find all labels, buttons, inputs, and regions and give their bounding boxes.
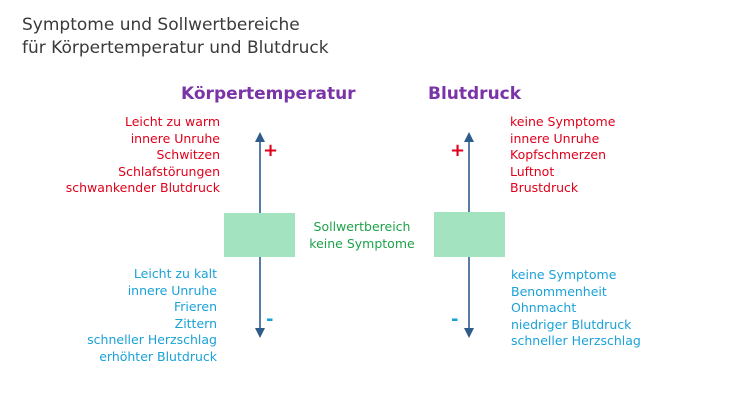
list-item: Leicht zu kalt bbox=[133, 266, 217, 281]
blood-pressure-axis bbox=[464, 132, 474, 338]
heading-blutdruck: Blutdruck bbox=[428, 84, 522, 104]
list-item: erhöhter Blutdruck bbox=[99, 348, 217, 364]
list-item: innere Unruhe bbox=[127, 282, 217, 298]
temperature-minus-sign: - bbox=[266, 309, 274, 330]
target-range-line-2: keine Symptome bbox=[309, 236, 415, 251]
temperature-minus-list: Leicht zu kalt innere Unruhe Frieren Zit… bbox=[87, 266, 217, 366]
diagram-title: Symptome und Sollwertbereiche für Körper… bbox=[22, 14, 329, 60]
list-item: Ohnmacht bbox=[511, 300, 577, 316]
blood-pressure-axis-up-arrow bbox=[464, 132, 474, 142]
list-item: innere Unruhe bbox=[510, 130, 600, 146]
list-item: schneller Herzschlag bbox=[87, 332, 217, 348]
target-range-label: Sollwertbereich keine Symptome bbox=[300, 218, 424, 252]
list-item: Schwitzen bbox=[156, 147, 220, 163]
list-item: Benommenheit bbox=[511, 283, 607, 299]
temperature-plus-sign: + bbox=[263, 140, 279, 161]
title-line-1: Symptome und Sollwertbereiche bbox=[22, 15, 300, 35]
list-item: innere Unruhe bbox=[130, 130, 220, 146]
list-item: schwankender Blutdruck bbox=[65, 180, 220, 196]
list-item: Schlafstörungen bbox=[118, 163, 220, 179]
temperature-target-box bbox=[224, 213, 295, 257]
blood-pressure-minus-sign: - bbox=[451, 309, 459, 330]
list-item: keine Symptome bbox=[511, 267, 617, 282]
list-item: Frieren bbox=[173, 299, 217, 315]
target-range-line-1: Sollwertbereich bbox=[313, 219, 411, 234]
blood-pressure-minus-list: keine Symptome Benommenheit Ohnmacht nie… bbox=[511, 267, 641, 350]
list-item: keine Symptome bbox=[510, 114, 616, 129]
heading-koerpertemperatur: Körpertemperatur bbox=[181, 84, 356, 104]
list-item: Luftnot bbox=[510, 163, 555, 179]
blood-pressure-plus-sign: + bbox=[450, 140, 466, 161]
list-item: Leicht zu warm bbox=[124, 114, 220, 129]
list-item: Zittern bbox=[174, 315, 217, 331]
temperature-axis bbox=[255, 132, 265, 338]
list-item: Brustdruck bbox=[510, 180, 579, 196]
blood-pressure-target-box bbox=[434, 212, 505, 257]
temperature-axis-up-arrow bbox=[255, 132, 265, 142]
list-item: Kopfschmerzen bbox=[510, 147, 607, 163]
list-item: schneller Herzschlag bbox=[511, 333, 641, 349]
temperature-plus-list: Leicht zu warm innere Unruhe Schwitzen S… bbox=[66, 114, 220, 197]
temperature-axis-down-arrow bbox=[255, 328, 265, 338]
blood-pressure-axis-down-arrow bbox=[464, 328, 474, 338]
blood-pressure-plus-list: keine Symptome innere Unruhe Kopfschmerz… bbox=[510, 114, 615, 197]
list-item: niedriger Blutdruck bbox=[511, 316, 632, 332]
title-line-2: für Körpertemperatur und Blutdruck bbox=[22, 38, 329, 58]
